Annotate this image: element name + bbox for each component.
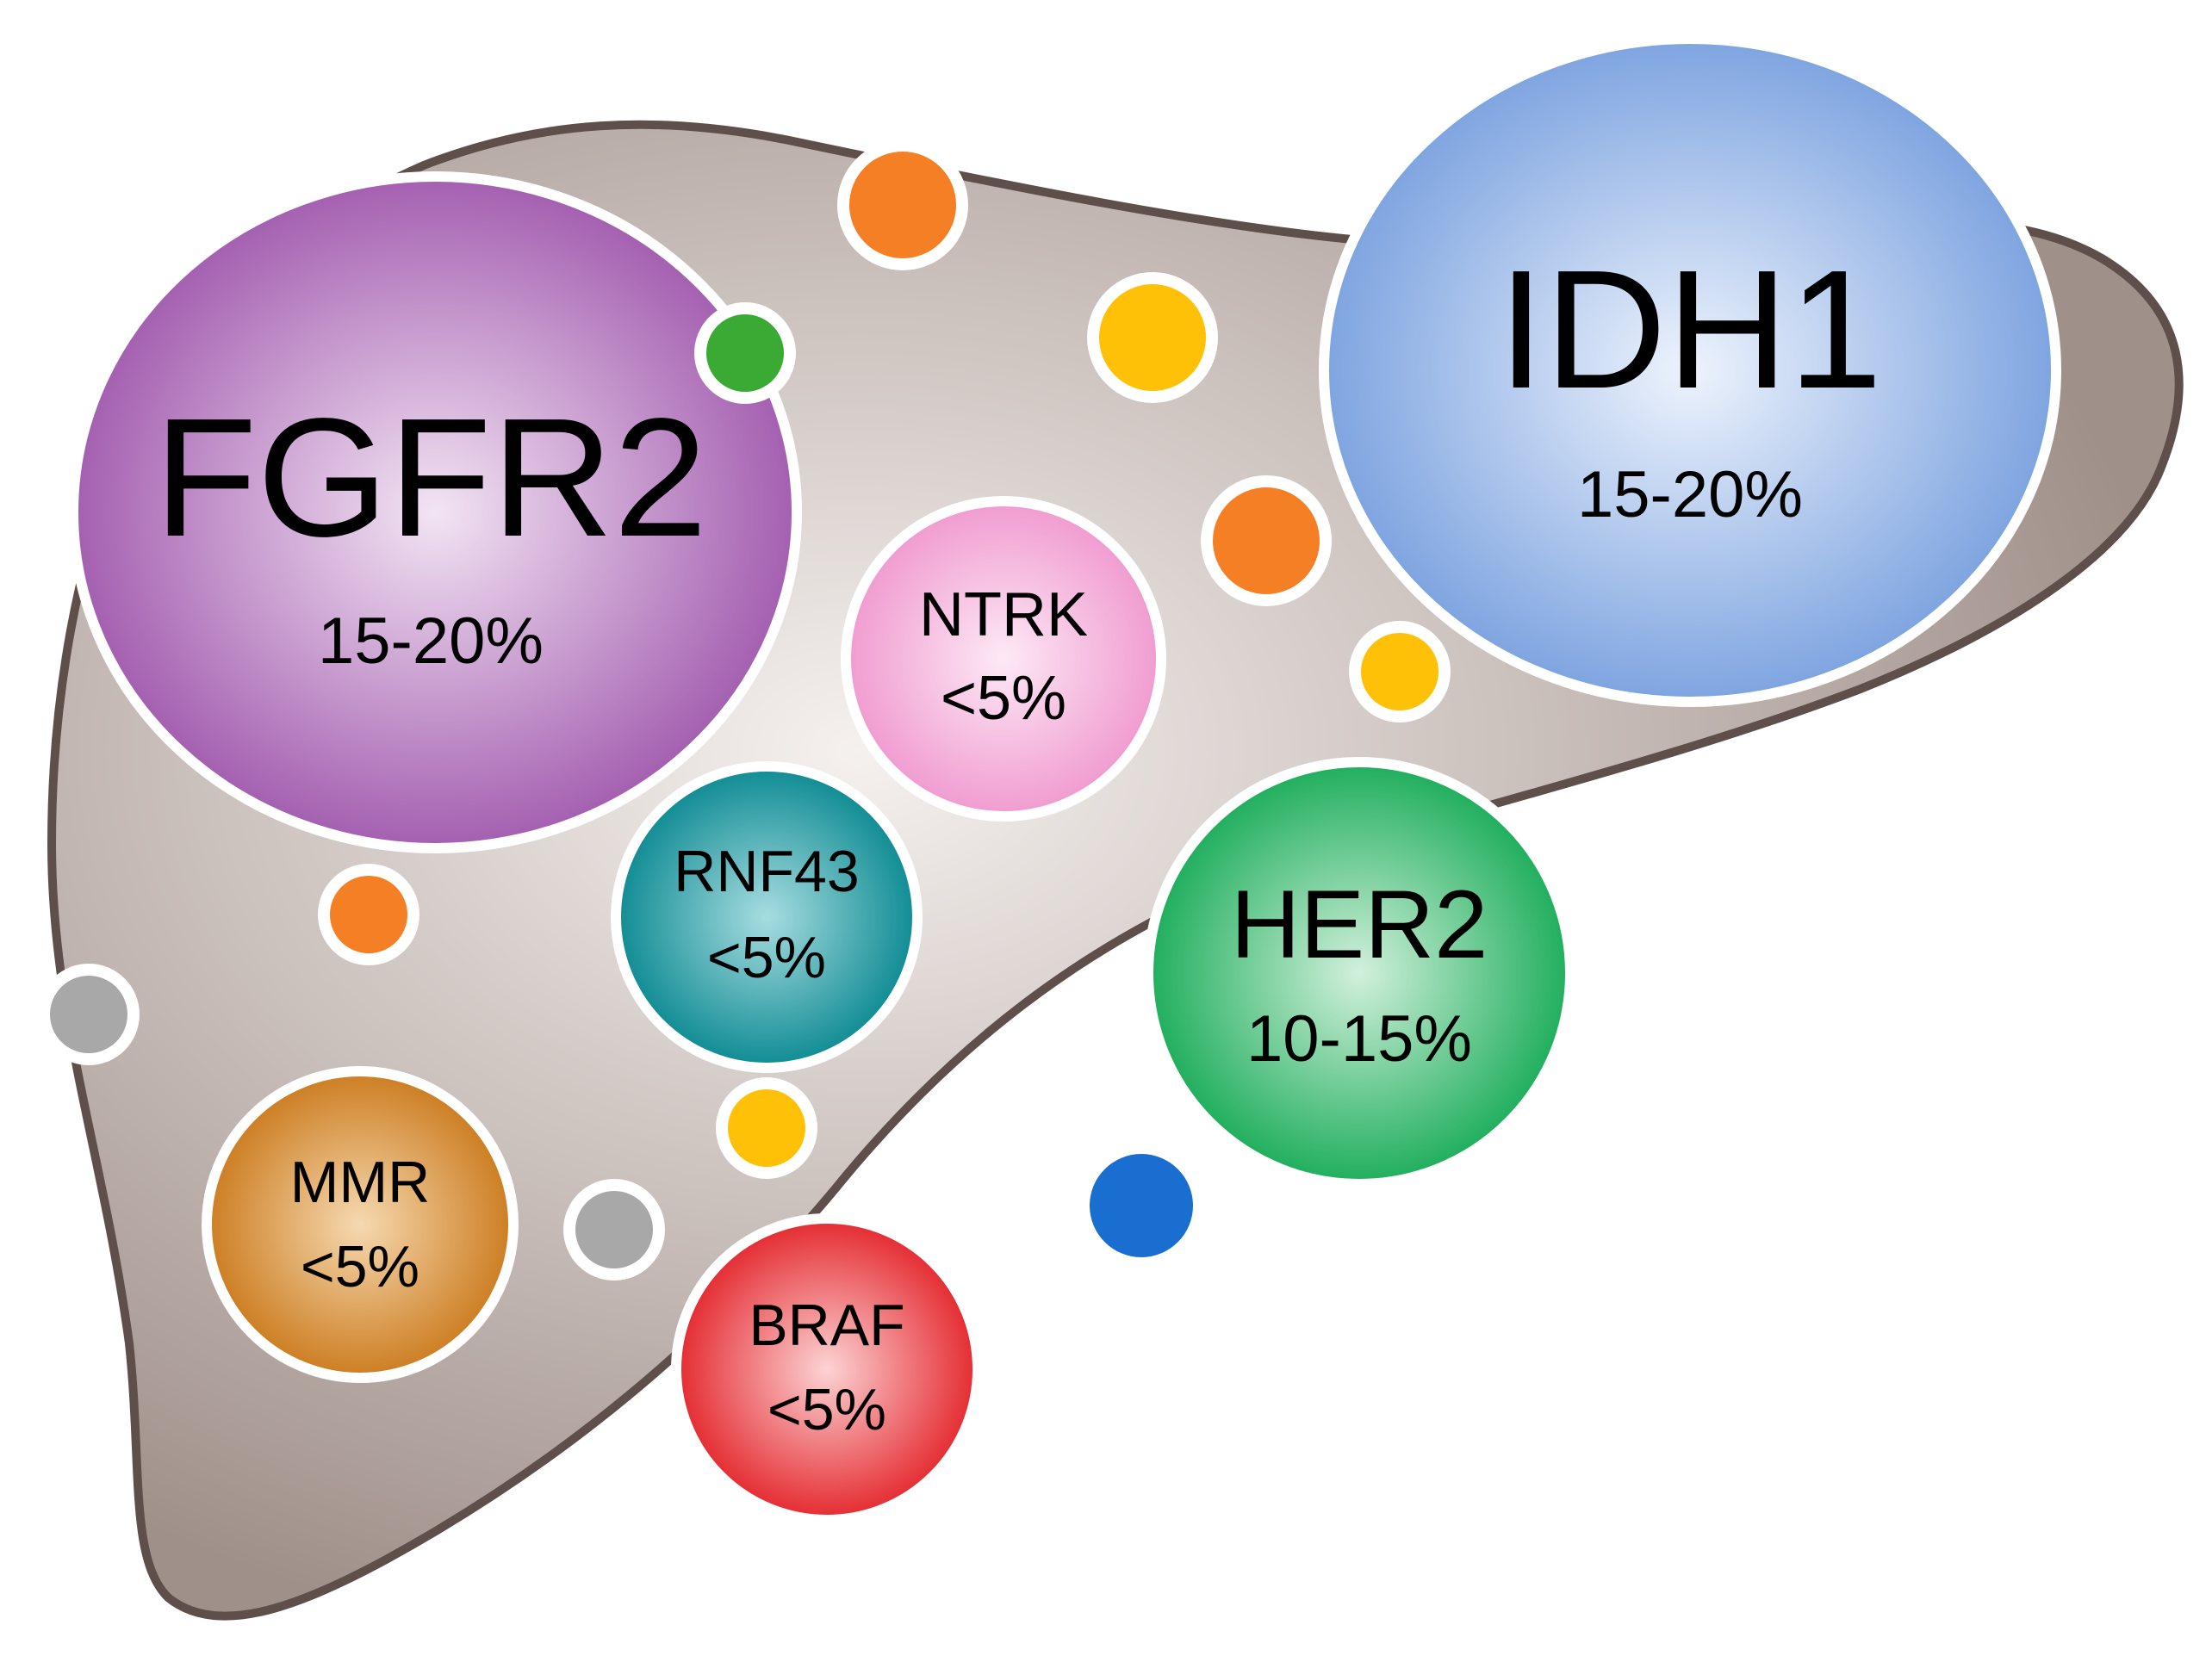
bubble-her2-circle bbox=[1143, 757, 1575, 1189]
gene-name-braf: BRAF bbox=[749, 1293, 904, 1358]
bubble-idh1-circle bbox=[1319, 34, 2061, 707]
bubble-rnf43: RNF43 <5% bbox=[611, 761, 923, 1073]
bubble-fgfr2: FGFR2 15-20% bbox=[68, 171, 802, 853]
gene-name-fgfr2: FGFR2 bbox=[154, 383, 707, 572]
bubble-mmr-circle bbox=[202, 1066, 519, 1383]
dot-gray bbox=[563, 1179, 665, 1281]
gene-name-idh1: IDH1 bbox=[1498, 235, 1883, 424]
bubble-ntrk-circle bbox=[841, 496, 1166, 822]
gene-percent-braf: <5% bbox=[767, 1377, 886, 1442]
dot-orange bbox=[837, 140, 968, 270]
bubble-ntrk: NTRK <5% bbox=[841, 496, 1166, 822]
bubble-fgfr2-circle bbox=[68, 171, 802, 853]
gene-percent-her2: 10-15% bbox=[1246, 1002, 1472, 1076]
bubble-braf: BRAF <5% bbox=[671, 1213, 983, 1525]
gene-name-her2: HER2 bbox=[1231, 871, 1488, 978]
dot-yellow bbox=[1087, 272, 1218, 403]
gene-name-mmr: MMR bbox=[290, 1150, 430, 1215]
bubble-rnf43-circle bbox=[611, 761, 923, 1073]
bubble-mmr: MMR <5% bbox=[202, 1066, 519, 1383]
bubble-idh1: IDH1 15-20% bbox=[1319, 34, 2061, 707]
gene-percent-ntrk: <5% bbox=[941, 664, 1066, 733]
dot-orange bbox=[1201, 475, 1332, 606]
dot-orange bbox=[318, 864, 419, 965]
bubble-braf-circle bbox=[671, 1213, 983, 1525]
gene-percent-fgfr2: 15-20% bbox=[318, 605, 544, 678]
dot-gray bbox=[38, 964, 140, 1065]
dot-yellow bbox=[716, 1077, 817, 1179]
gene-name-ntrk: NTRK bbox=[919, 580, 1088, 649]
dot-blue bbox=[1090, 1154, 1193, 1257]
gene-percent-idh1: 15-20% bbox=[1577, 458, 1803, 531]
gene-percent-rnf43: <5% bbox=[707, 925, 826, 990]
gene-name-rnf43: RNF43 bbox=[674, 839, 859, 904]
bubble-her2: HER2 10-15% bbox=[1143, 757, 1575, 1189]
dot-green bbox=[694, 302, 796, 404]
gene-percent-mmr: <5% bbox=[301, 1234, 419, 1299]
dot-yellow bbox=[1349, 621, 1451, 722]
